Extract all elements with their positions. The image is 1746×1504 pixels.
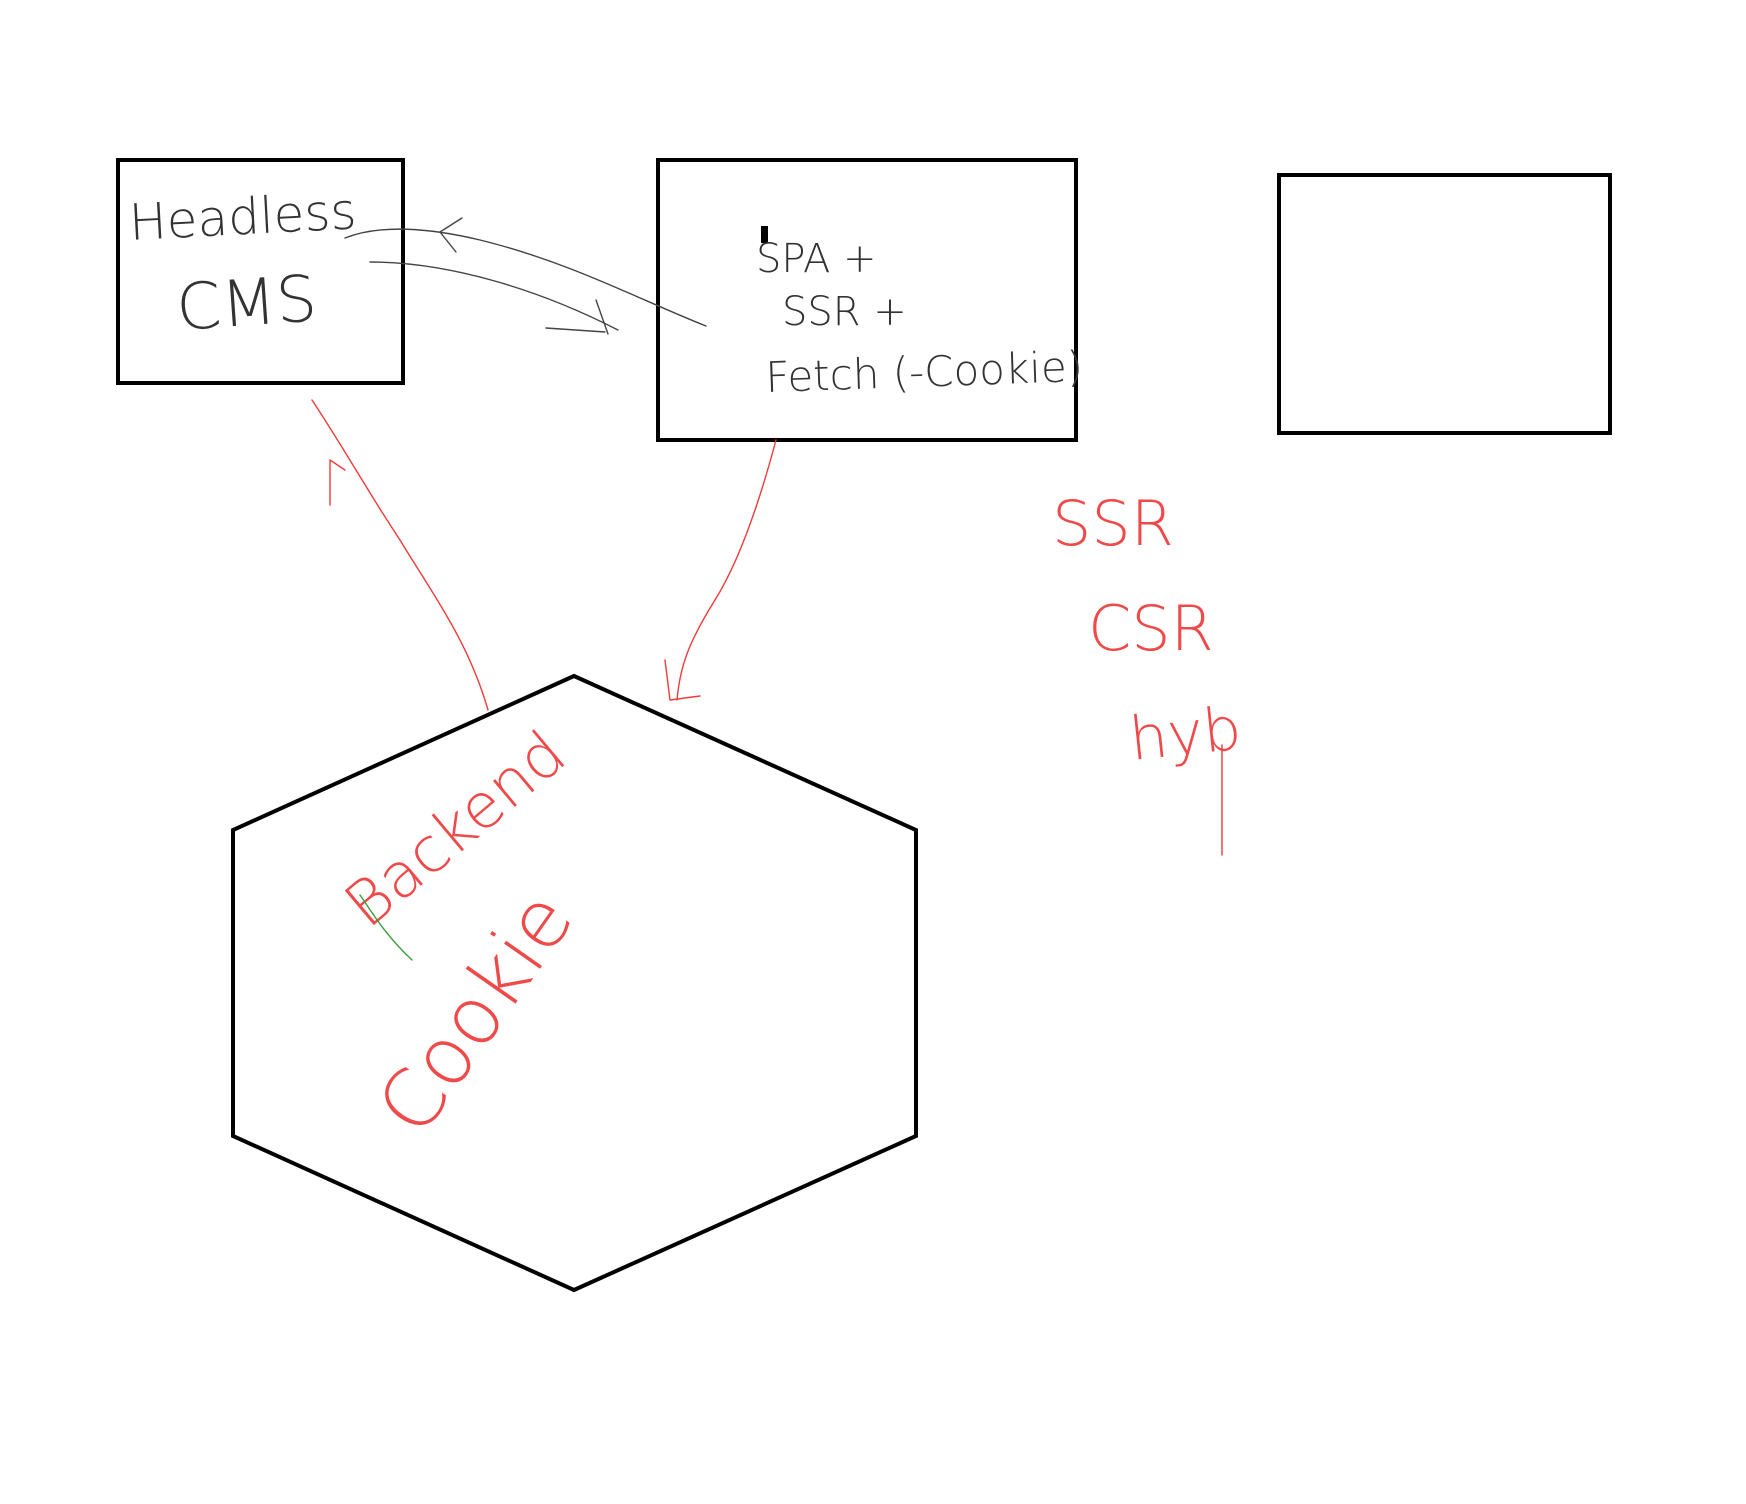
spa-ssr-node[interactable]: SPA + SSR + Fetch (-Cookie) [656, 158, 1084, 442]
edge-cms-to-spa-line [369, 261, 619, 331]
backend-hexagon [231, 673, 918, 1293]
edge-spa-to-cms-arrowhead [439, 217, 463, 253]
edge-spa-to-cms [344, 217, 707, 327]
empty-box [1277, 173, 1612, 435]
headless-cms-label-line2: CMS [174, 262, 319, 346]
render-mode-ssr: SSR [1052, 487, 1174, 560]
spa-ssr-label-line2: SSR + [782, 289, 907, 335]
headless-cms-node[interactable]: Headless CMS [116, 158, 405, 385]
edge-cms-to-spa-arrowhead [545, 299, 609, 335]
edge-spa-to-backend-arrowhead [664, 659, 701, 701]
edge-spa-to-backend-line [676, 439, 777, 701]
spa-ssr-label-line3: Fetch (-Cookie) [765, 342, 1084, 402]
render-mode-csr: CSR [1088, 592, 1214, 665]
spa-ssr-label-line1: SPA + [756, 236, 877, 282]
green-stray-stroke [359, 894, 413, 961]
edge-cms-to-spa [369, 261, 619, 335]
edge-spa-to-cms-line [344, 228, 707, 327]
edge-spa-to-backend [664, 439, 777, 701]
backend-node[interactable]: Backend Cookie [231, 673, 918, 1293]
headless-cms-label-line1: Headless [128, 182, 358, 252]
spa-ssr-box [656, 158, 1078, 442]
edge-backend-to-cms-arrowhead [329, 459, 346, 506]
empty-node[interactable] [1277, 173, 1612, 435]
render-modes-note: SSR CSR hyb [1052, 487, 1245, 856]
headless-cms-box [116, 158, 405, 385]
edge-backend-to-cms [311, 399, 489, 711]
render-mode-hybrid: hyb [1126, 694, 1244, 775]
text-cursor-mark [761, 226, 768, 243]
edge-backend-to-cms-line [311, 399, 489, 711]
